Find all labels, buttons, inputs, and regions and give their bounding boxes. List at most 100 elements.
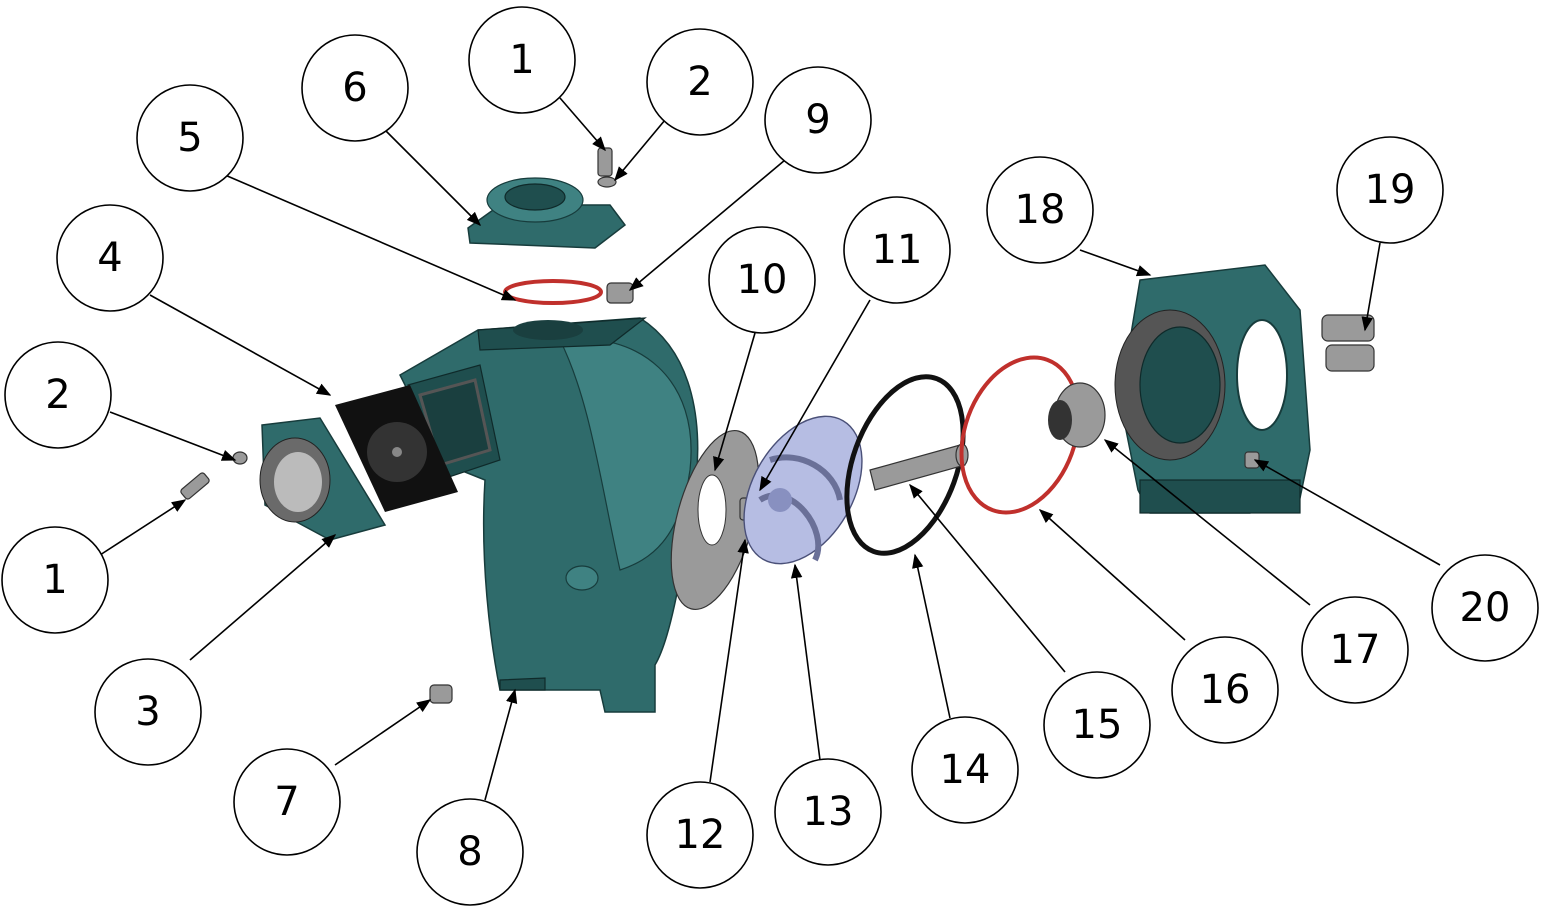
balloon-circle [468,6,576,114]
leader-line-13 [790,563,821,761]
balloon-circle [1301,596,1409,704]
leader-line-3 [189,534,337,661]
balloon-circle [416,798,524,906]
balloon-circle [1,526,109,634]
callout-balloon-2: 2 [4,341,112,449]
leader-line-11 [759,299,871,492]
callout-balloon-5: 5 [136,84,244,192]
part-square-gasket [335,385,458,512]
balloon-number: 17 [1330,627,1381,673]
balloon-circle [911,716,1019,824]
balloon-circle [774,758,882,866]
leader-line-15 [909,483,1066,673]
balloon-number: 2 [45,372,70,418]
part-top-cover [467,177,627,249]
part-shaft [869,443,969,491]
part-washer-left [232,451,248,465]
leader-lines [99,97,1441,801]
balloon-number: 9 [805,97,830,143]
callout-balloon-18: 18 [986,156,1094,264]
callout-balloon-7: 7 [233,748,341,856]
leader-line-10 [713,332,756,472]
part-bolt-top [597,147,617,188]
balloon-number: 18 [1015,187,1066,233]
balloon-circle [233,748,341,856]
balloon-number: 7 [274,779,299,825]
callout-balloon-15: 15 [1043,671,1151,779]
part-casing-gasket [844,374,966,556]
callout-balloon-10: 10 [708,226,816,334]
leader-line-16 [1038,509,1186,641]
balloon-number: 6 [342,65,367,111]
balloon-circle [1043,671,1151,779]
part-plug [606,282,634,304]
leader-line-17 [1103,439,1311,606]
leader-line-4 [149,294,332,396]
leader-line-6 [384,129,482,227]
callout-balloon-19: 19 [1336,136,1444,244]
callout-balloon-17: 17 [1301,596,1409,704]
callout-balloon-4: 4 [56,204,164,312]
balloon-circle [1336,136,1444,244]
callout-balloon-1: 1 [468,6,576,114]
balloon-circle [646,781,754,889]
callout-balloon-14: 14 [911,716,1019,824]
balloon-number: 2 [687,59,712,105]
parts [180,147,1375,713]
part-drain-plug [429,684,453,704]
part-bearing-frame [1114,264,1311,514]
callout-balloon-13: 13 [774,758,882,866]
leader-line-19 [1361,242,1381,332]
balloon-number: 8 [457,829,482,875]
balloon-circle [764,66,872,174]
callout-balloon-2: 2 [646,28,754,136]
leader-line-18 [1079,249,1152,277]
leader-line-1 [99,499,187,556]
leader-line-7 [334,699,432,766]
balloon-circle [1171,636,1279,744]
balloon-number: 1 [42,557,67,603]
part-suction-flange [259,417,387,541]
callout-balloon-12: 12 [646,781,754,889]
leader-line-2 [109,411,237,461]
balloon-number: 4 [97,235,122,281]
balloon-number: 19 [1365,167,1416,213]
balloon-circle [986,156,1094,264]
callout-balloon-9: 9 [764,66,872,174]
part-pump-casing [399,317,699,713]
part-oring-large [959,355,1081,515]
balloon-number: 16 [1200,667,1251,713]
callout-balloon-11: 11 [843,196,951,304]
balloon-circle [94,658,202,766]
callout-balloon-20: 20 [1431,554,1539,662]
balloon-circle [708,226,816,334]
balloon-number: 3 [135,689,160,735]
leader-line-8 [484,688,518,801]
leader-line-5 [224,174,517,301]
callout-balloon-6: 6 [301,34,409,142]
leader-line-9 [628,159,786,291]
balloon-number: 20 [1460,585,1511,631]
balloon-number: 11 [872,227,923,273]
balloon-number: 14 [940,747,991,793]
leader-line-1 [559,97,606,152]
balloon-circle [136,84,244,192]
part-oring-top [503,279,603,305]
balloon-circle [1431,554,1539,662]
part-bolt-left [180,472,210,500]
balloon-number: 13 [803,789,854,835]
balloon-number: 1 [509,37,534,83]
balloon-circle [843,196,951,304]
balloon-number: 10 [737,257,788,303]
balloon-number: 5 [177,115,202,161]
callout-balloon-3: 3 [94,658,202,766]
leader-line-14 [912,553,951,719]
balloon-circle [56,204,164,312]
part-coupling [1321,314,1375,372]
balloon-circle [4,341,112,449]
callout-balloon-1: 1 [1,526,109,634]
part-mechanical-seal [1048,382,1106,448]
leader-line-12 [709,538,749,783]
